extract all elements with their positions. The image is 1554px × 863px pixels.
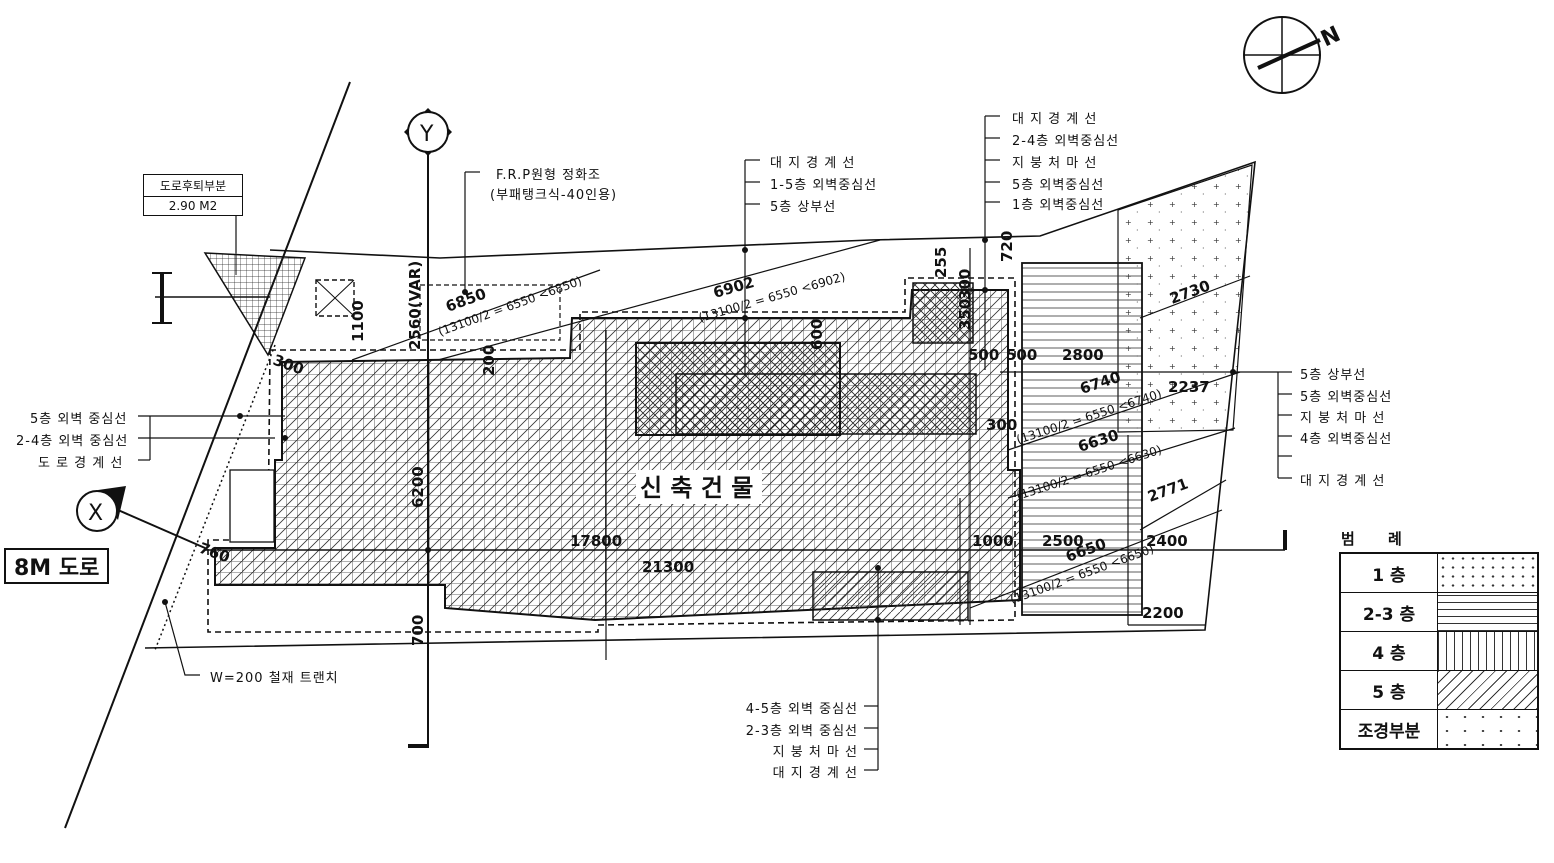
legend-swatch-sparse [1438, 710, 1537, 748]
dim-2560: 2560(VAR) [406, 261, 424, 350]
dim-300: 300 [986, 416, 1017, 434]
legend-row-name: 4 층 [1341, 632, 1438, 670]
dim-21300: 21300 [642, 558, 694, 576]
dim-17800: 17800 [570, 532, 622, 550]
dim-600: 600 [808, 319, 826, 350]
label-5f-wall-center-top: 5층 외벽중심선 [1012, 178, 1105, 193]
label-site-boundary-right: 대 지 경 계 선 [1300, 474, 1386, 489]
label-4-5f-wall-center: 4-5층 외벽 중심선 [745, 702, 858, 717]
septic-label-2: (부패탱크식-40인용) [490, 188, 618, 203]
septic-tank [315, 279, 355, 317]
dim-255: 255 [932, 247, 950, 278]
label-5f-wall-center-left: 5층 외벽 중심선 [30, 412, 128, 427]
legend-row: 2-3 층 [1341, 593, 1537, 632]
label-eave-line-top: 지 붕 처 마 선 [1012, 156, 1098, 171]
axis-x-label: X [88, 501, 103, 526]
dim-500a: 500 [968, 346, 999, 364]
dim-2500: 2500 [1042, 532, 1084, 550]
building-title: 신 축 건 물 [640, 474, 753, 502]
legend-swatch-hlines [1438, 593, 1537, 631]
dim-6200: 6200 [409, 466, 427, 508]
dim-2400: 2400 [1146, 532, 1188, 550]
label-1-5f-wall-center: 1-5층 외벽중심선 [770, 178, 878, 193]
label-eave-line-bottom: 지 붕 처 마 선 [772, 745, 858, 760]
setback-title: 도로후퇴부분 [144, 175, 242, 197]
legend-swatch-diag [1438, 671, 1537, 709]
legend-row-name: 2-3 층 [1341, 593, 1438, 631]
legend-row-name: 5 층 [1341, 671, 1438, 709]
dim-2200: 2200 [1142, 604, 1184, 622]
label-site-boundary-bottom: 대 지 경 계 선 [772, 766, 858, 781]
label-2-4f-wall-center-top: 2-4층 외벽중심선 [1012, 134, 1120, 149]
dim-500b: 500 [1006, 346, 1037, 364]
axis-y-marker [407, 111, 449, 153]
legend-row-name: 1 층 [1341, 554, 1438, 592]
road-boundary-line [64, 81, 351, 829]
label-eave-line-right: 지 붕 처 마 선 [1300, 411, 1386, 426]
north-mark: N [1317, 22, 1344, 52]
setback-area-value: 2.90 M2 [168, 199, 218, 213]
site-boundary [144, 160, 1256, 649]
setback-label-box: 도로후퇴부분 2.90 M2 [143, 174, 243, 216]
legend-row: 4 층 [1341, 632, 1537, 671]
dim-700: 700 [409, 615, 427, 646]
legend-row: 1 층 [1341, 554, 1537, 593]
axis-y-label: Y [419, 122, 434, 147]
legend-swatch-dots [1438, 554, 1537, 592]
label-5f-upper-line-right: 5층 상부선 [1300, 368, 1367, 383]
dim-1000: 1000 [972, 532, 1014, 550]
label-5f-wall-center-right: 5층 외벽중심선 [1300, 390, 1393, 405]
dim-720: 720 [998, 231, 1016, 262]
dim-200: 200 [480, 345, 498, 376]
trench-label: W=200 철재 트랜치 [210, 671, 339, 686]
label-4f-wall-center-right: 4층 외벽중심선 [1300, 432, 1393, 447]
legend-row: 5 층 [1341, 671, 1537, 710]
legend-title: 범 례 [1341, 530, 1416, 548]
dim-2237: 2237 [1168, 378, 1210, 396]
dim-2771: 2771 [1145, 475, 1190, 506]
label-site-boundary-top-mid: 대 지 경 계 선 [770, 156, 856, 171]
dim-1100: 1100 [349, 300, 367, 342]
legend-swatch-vlines [1438, 632, 1537, 670]
label-1f-wall-center-top: 1층 외벽중심선 [1012, 198, 1105, 213]
legend-table: 1 층 2-3 층 4 층 5 층 조경부분 [1339, 552, 1539, 750]
label-2-3f-wall-center: 2-3층 외벽 중심선 [745, 724, 858, 739]
dim-300c: 300 [956, 269, 974, 300]
septic-label-1: F.R.P원형 정화조 [496, 168, 601, 183]
legend-row-name: 조경부분 [1341, 710, 1438, 748]
dim-2800: 2800 [1062, 346, 1104, 364]
dim-350: 350 [956, 299, 974, 330]
road-label: 8M 도로 [4, 548, 110, 584]
label-site-boundary-top-right: 대 지 경 계 선 [1012, 112, 1098, 127]
label-5f-upper-line-top: 5층 상부선 [770, 200, 837, 215]
label-road-boundary-left: 도 로 경 계 선 [38, 456, 124, 471]
setback-area [203, 252, 307, 357]
label-2-4f-wall-center-left: 2-4층 외벽 중심선 [16, 434, 129, 449]
legend-row: 조경부분 [1341, 710, 1537, 748]
axis-x-marker [76, 490, 118, 532]
building-5f-area [214, 289, 1021, 622]
